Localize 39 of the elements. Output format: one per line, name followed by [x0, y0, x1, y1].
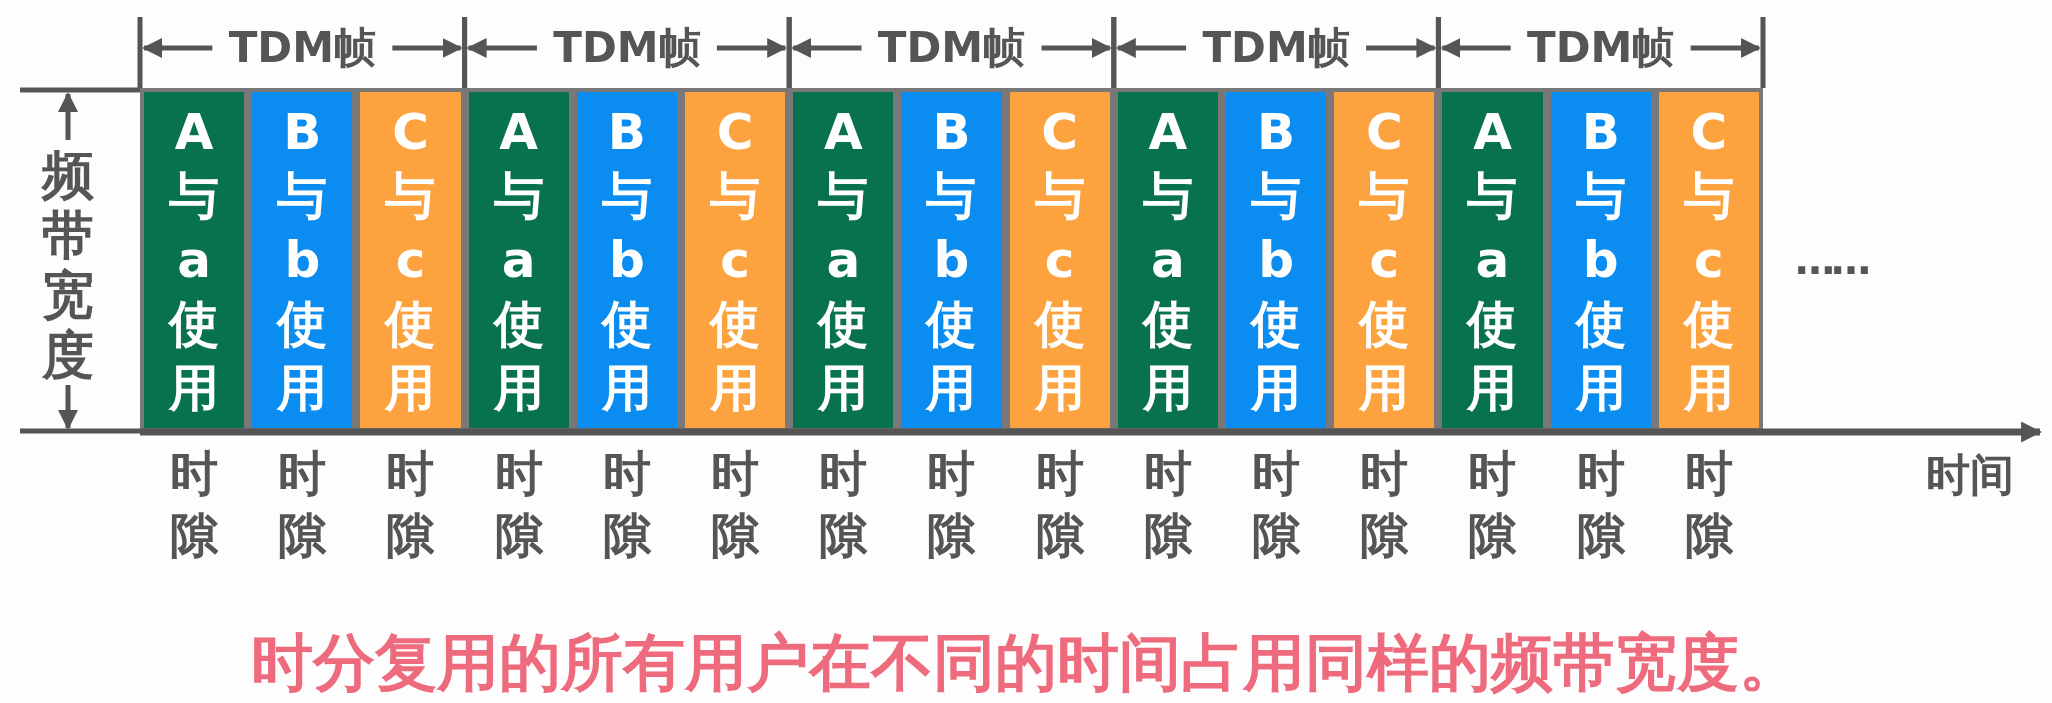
axis-label: 时间 [1926, 448, 2014, 502]
ellipsis: …… [1795, 236, 1867, 285]
slot-caption: 时隙 [1576, 444, 1625, 565]
slot-label: C与c使用 [1683, 102, 1734, 419]
slot-label: A与a使用 [818, 102, 869, 419]
slot-caption: 时隙 [602, 444, 651, 565]
slot-caption: 时隙 [819, 444, 868, 565]
slot-label: C与c使用 [385, 102, 436, 419]
slot-label: A与a使用 [1142, 102, 1193, 419]
frame-label: TDM帧 [1201, 22, 1351, 74]
slot-caption: 时隙 [494, 444, 543, 565]
slot-caption: 时隙 [1684, 444, 1733, 565]
caption: 时分复用的所有用户在不同的时间占用同样的频带宽度。 [250, 628, 1802, 698]
slot-caption: 时隙 [711, 444, 760, 565]
axis-label: 频带宽度 [42, 145, 94, 385]
slot-label: B与b使用 [601, 102, 652, 419]
slot-caption: 时隙 [170, 444, 219, 565]
slot-label: C与c使用 [1359, 102, 1410, 419]
slot-caption: 时隙 [1252, 444, 1301, 565]
slot-label: B与b使用 [1575, 102, 1626, 419]
slot-caption: 时隙 [1468, 444, 1517, 565]
slot-caption: 时隙 [278, 444, 327, 565]
slot-label: B与b使用 [277, 102, 328, 419]
slot-caption: 时隙 [1035, 444, 1084, 565]
slot-label: A与a使用 [1467, 102, 1518, 419]
frame-label: TDM帧 [1526, 22, 1676, 74]
slot-label: C与c使用 [710, 102, 761, 419]
frame-label: TDM帧 [876, 22, 1027, 74]
frame-label: TDM帧 [552, 22, 702, 74]
slot-label: B与b使用 [1251, 102, 1302, 419]
slot-caption: 时隙 [1143, 444, 1192, 565]
frame-label: TDM帧 [227, 22, 377, 74]
slot-caption: 时隙 [927, 444, 976, 565]
slot-caption: 时隙 [1360, 444, 1409, 565]
slot-caption: 时隙 [386, 444, 435, 565]
slot-label: C与c使用 [1034, 102, 1085, 419]
slot-label: A与a使用 [493, 102, 544, 419]
slot-label: A与a使用 [169, 102, 220, 419]
slot-label: B与b使用 [926, 102, 977, 419]
